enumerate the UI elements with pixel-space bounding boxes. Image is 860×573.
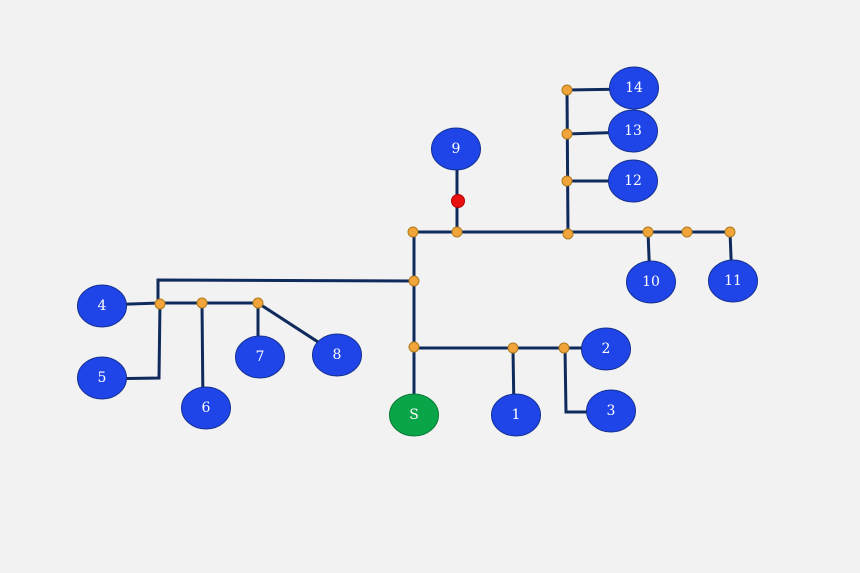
junction-dot xyxy=(642,226,654,238)
node-circle xyxy=(608,159,658,203)
node-label: 1 xyxy=(512,407,521,423)
node-circle xyxy=(235,335,285,379)
junction-dot xyxy=(252,297,264,309)
nodes: S 1 2 3 4 5 6 7 xyxy=(77,66,758,437)
node-label: 6 xyxy=(202,400,211,416)
node-10[interactable]: 10 xyxy=(626,260,676,304)
junction-dot xyxy=(154,298,166,310)
node-label: 3 xyxy=(607,403,616,419)
node-circle xyxy=(586,389,636,433)
upper-riser-edge xyxy=(565,88,570,236)
node-circle xyxy=(77,356,127,400)
junction-dot xyxy=(196,297,208,309)
node-label: 11 xyxy=(724,273,742,289)
node-label: 10 xyxy=(642,274,660,290)
node-label: 4 xyxy=(98,298,107,314)
junction-dot xyxy=(561,128,573,140)
node-circle xyxy=(581,327,631,371)
node-circle xyxy=(609,66,659,110)
source-node-circle xyxy=(389,393,439,437)
node-label: 7 xyxy=(256,349,265,365)
junction-dot xyxy=(561,84,573,96)
node-9[interactable]: 9 xyxy=(431,127,481,171)
node-8[interactable]: 8 xyxy=(312,333,362,377)
red-marker xyxy=(451,194,465,208)
junction-dot xyxy=(562,228,574,240)
junction-dot xyxy=(681,226,693,238)
node-5[interactable]: 5 xyxy=(77,356,127,400)
node-7[interactable]: 7 xyxy=(235,335,285,379)
node-label: 2 xyxy=(602,341,611,357)
node-label: 12 xyxy=(624,173,642,189)
node-circle xyxy=(708,259,758,303)
node-11[interactable]: 11 xyxy=(708,259,758,303)
left-branch-edge xyxy=(156,278,416,305)
node-label: S xyxy=(409,407,419,423)
node-circle xyxy=(312,333,362,377)
junction-dot xyxy=(407,226,419,238)
node-circle xyxy=(608,109,658,153)
junction-dot xyxy=(558,342,570,354)
node-4[interactable]: 4 xyxy=(77,284,127,328)
node-12[interactable]: 12 xyxy=(608,159,658,203)
node-label: 9 xyxy=(452,141,461,157)
node-source[interactable]: S xyxy=(389,393,439,437)
junction-dot xyxy=(561,175,573,187)
junction-dot xyxy=(451,226,463,238)
node-3[interactable]: 3 xyxy=(586,389,636,433)
node-label: 13 xyxy=(624,123,642,139)
node-circle xyxy=(626,260,676,304)
node-13[interactable]: 13 xyxy=(608,109,658,153)
node-circle xyxy=(491,393,541,437)
node-circle xyxy=(181,386,231,430)
node-2[interactable]: 2 xyxy=(581,327,631,371)
node-circle xyxy=(77,284,127,328)
junction-dot xyxy=(408,341,420,353)
node-1[interactable]: 1 xyxy=(491,393,541,437)
node-label: 5 xyxy=(98,370,107,386)
node-label: 14 xyxy=(625,80,643,96)
node-6[interactable]: 6 xyxy=(181,386,231,430)
node-label: 8 xyxy=(333,347,342,363)
node-circle xyxy=(431,127,481,171)
junction-dot xyxy=(724,226,736,238)
junction-dot xyxy=(408,275,420,287)
node-14[interactable]: 14 xyxy=(609,66,659,110)
junctions xyxy=(154,84,736,354)
junction-dot xyxy=(507,342,519,354)
